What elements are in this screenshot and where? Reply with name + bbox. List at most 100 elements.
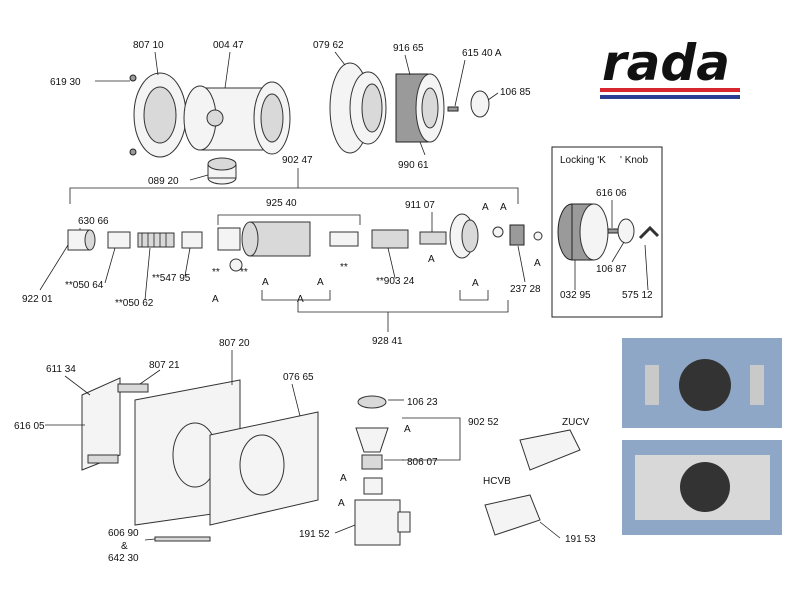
part-089-20-top (207, 157, 237, 171)
part-050-62 (137, 232, 175, 248)
part-925-40-oring (229, 258, 243, 272)
logo-red-stripe (600, 88, 740, 92)
leader-050-62 (144, 247, 151, 301)
leader-050-64 (104, 247, 116, 284)
label-916-65: 916 65 (393, 43, 424, 54)
label-237-28: 237 28 (510, 284, 541, 295)
part-076-65-hole (239, 434, 285, 496)
label-616-06: 616 06 (596, 188, 627, 199)
logo-wordmark: rada (602, 34, 730, 92)
bracket-a-nut (459, 290, 489, 301)
leader-076-65 (291, 383, 301, 417)
locking-knob-box (551, 146, 663, 318)
part-191-52-outlet (397, 511, 411, 533)
part-237-28-ring (533, 231, 543, 241)
part-619-30-screw-2 (129, 148, 137, 156)
leader-089-20 (189, 174, 209, 181)
part-806-07-b (363, 477, 383, 495)
photo-valve-knob (679, 359, 731, 411)
leader-990-61 (419, 141, 426, 156)
label-a-7: A (482, 202, 489, 213)
label-547-95: **547 95 (152, 273, 191, 284)
top-row-parts (129, 62, 490, 185)
part-616-06 (607, 228, 619, 234)
bracket-902-47 (69, 187, 519, 204)
label-911-07: 911 07 (405, 200, 435, 211)
label-089-20: 089 20 (148, 176, 179, 187)
leader-611-34 (64, 375, 91, 396)
photo-valve-right (750, 365, 764, 405)
leader-004-47 (224, 51, 231, 89)
part-807-21-2 (87, 454, 119, 464)
part-575-12 (638, 225, 660, 240)
label-knob: ' Knob (620, 155, 648, 166)
part-806-07 (361, 454, 383, 470)
label-615-40: 615 40 A (462, 48, 502, 59)
part-925-40-cart-end (241, 221, 259, 257)
leader-237-28 (517, 245, 526, 283)
label-106-87: 106 87 (596, 264, 627, 275)
label-807-20: 807 20 (219, 338, 250, 349)
part-004-47-outlet-bore (260, 93, 284, 143)
label-902-52: 902 52 (468, 417, 499, 428)
part-911-07 (419, 231, 447, 245)
leader-807-10 (154, 51, 159, 76)
part-079-62-bore (361, 83, 383, 133)
part-925-40-stem (329, 231, 359, 247)
label-630-66: 630 66 (78, 216, 109, 227)
logo-blue-stripe (600, 95, 740, 99)
bracket-a-cart (261, 290, 331, 301)
label-ampersand: & (121, 541, 128, 552)
label-922-01: 922 01 (22, 294, 53, 305)
label-a-2: A (262, 277, 269, 288)
label-575-12: 575 12 (622, 290, 653, 301)
leader-191-53 (539, 521, 561, 539)
label-a-12: A (338, 498, 345, 509)
part-928-41-washer (492, 226, 504, 238)
label-a-11: A (340, 473, 347, 484)
part-106-87 (617, 218, 635, 244)
part-807-21 (117, 383, 149, 393)
label-004-47: 004 47 (213, 40, 244, 51)
part-050-64 (107, 231, 131, 249)
label-076-65: 076 65 (283, 372, 314, 383)
part-106-85 (470, 90, 490, 118)
label-double-star-3: ** (340, 262, 348, 273)
label-806-07: 806 07 (407, 457, 438, 468)
part-zucv (519, 429, 581, 471)
part-616-05 (81, 377, 121, 471)
label-619-30: 619 30 (50, 77, 81, 88)
label-a-4: A (317, 277, 324, 288)
part-925-40-cartridge (249, 221, 311, 257)
middle-row-parts (67, 168, 543, 332)
label-a-10: A (404, 424, 411, 435)
locking-knob-frame (551, 146, 663, 318)
leader-807-21 (139, 369, 161, 385)
leader-079-62 (334, 51, 346, 66)
photo-valve-left (645, 365, 659, 405)
part-928-41-nut-bore (461, 219, 479, 253)
part-619-30-screw (129, 74, 137, 82)
leader-575-12 (644, 244, 649, 291)
leader-606-90 (144, 538, 156, 541)
label-191-53: 191 53 (565, 534, 596, 545)
label-032-95: 032 95 (560, 290, 591, 301)
bracket-925-40 (217, 214, 361, 225)
label-925-40: 925 40 (266, 198, 297, 209)
label-a-5: A (428, 254, 435, 265)
label-050-64: **050 64 (65, 280, 104, 291)
label-a-3: A (297, 294, 304, 305)
label-191-52: 191 52 (299, 529, 330, 540)
label-611-34: 611 34 (46, 364, 76, 375)
leader-106-85 (487, 92, 499, 101)
part-004-47-port (206, 109, 224, 127)
leader-191-52 (334, 524, 356, 534)
label-106-23: 106 23 (407, 397, 438, 408)
label-zucv: ZUCV (562, 417, 590, 428)
label-807-21: 807 21 (149, 360, 180, 371)
leader-903-24 (387, 247, 396, 279)
wall-plate-parts (81, 377, 319, 542)
part-labels: 807 10 004 47 079 62 916 65 615 40 A 619… (14, 40, 653, 564)
label-a-8: A (500, 202, 507, 213)
